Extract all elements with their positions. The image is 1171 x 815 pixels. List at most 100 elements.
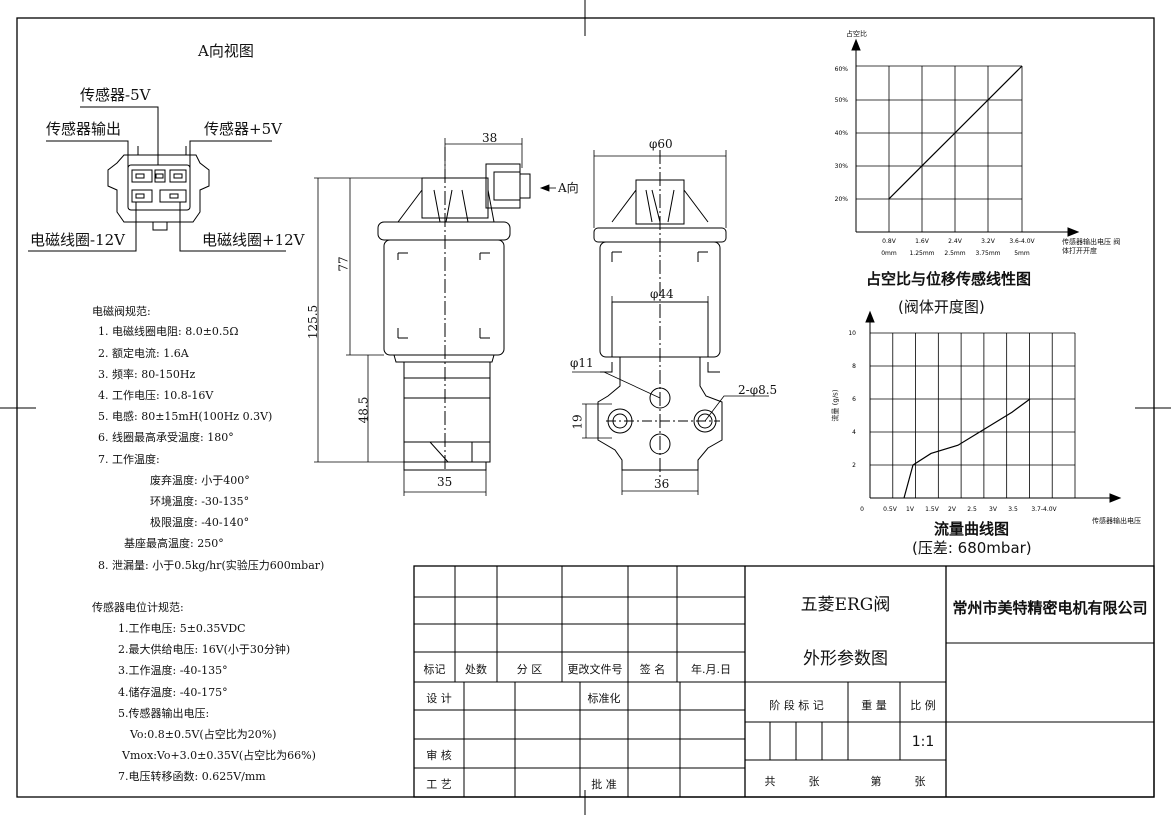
chart1-ytick-2: 40%: [835, 130, 849, 137]
chart2-xtick-8: 3.7-4.0V: [1031, 506, 1057, 513]
tb-count: 处数: [465, 663, 487, 676]
chart1-xtick-3: 3.2V: [981, 238, 996, 245]
chart1-xtick2-0: 0mm: [881, 250, 897, 257]
solenoid-spec-2: 2. 额定电流: 1.6A: [98, 347, 189, 360]
chart2-x-arrow: [1109, 493, 1122, 503]
solenoid-spec-7: 7. 工作温度:: [98, 453, 160, 466]
chart1-xtick2-4: 5mm: [1014, 250, 1030, 257]
tb-change-doc: 更改文件号: [567, 663, 623, 676]
tb-review: 审 核: [426, 749, 452, 762]
chart1-x-arrow: [1067, 227, 1080, 237]
drawing-frame: [16, 17, 1155, 798]
label-coil-plus: 电磁线圈+12V: [202, 231, 305, 249]
chart2-xtick-0: 0: [860, 506, 864, 513]
chart1-subtitle: (阀体开度图): [898, 298, 985, 316]
chart2-ytick-2: 6: [852, 396, 856, 403]
chart2-title: 流量曲线图: [934, 520, 1010, 538]
dim-77: 77: [336, 256, 351, 272]
tb-drawing-name1: 五菱ERG阀: [800, 595, 891, 615]
chart2-y-arrow: [865, 310, 875, 323]
chart2-ytick-1: 4: [852, 429, 856, 436]
dim-35: 35: [437, 475, 453, 489]
label-sensor-plus: 传感器+5V: [204, 120, 282, 138]
solenoid-spec-7d: 基座最高温度: 250°: [124, 537, 224, 550]
tb-sign: 签 名: [639, 663, 666, 676]
solenoid-spec-4: 4. 工作电压: 10.8-16V: [98, 389, 214, 402]
chart1-xtick-0: 0.8V: [882, 238, 897, 245]
label-coil-minus: 电磁线圈-12V: [30, 231, 125, 249]
chart2-ytick-0: 2: [852, 462, 856, 469]
tb-company: 常州市美特精密电机有限公司: [952, 599, 1148, 617]
dim-phi-44: φ44: [650, 287, 674, 301]
chart2-subtitle: (压差: 680mbar): [912, 539, 1032, 557]
sensor-spec-5a: Vo:0.8±0.5V(占空比为20%): [130, 728, 277, 741]
chart2-ylabel: 流量 (g/s): [831, 389, 840, 422]
chart1-ytick-0: 20%: [835, 196, 849, 203]
solenoid-spec-6: 6. 线圈最高承受温度: 180°: [98, 431, 234, 444]
dim-125-5: 125.5: [306, 304, 321, 340]
tb-sheets1: 张: [808, 775, 820, 788]
chart1-xtick2-2: 2.5mm: [944, 250, 965, 257]
chart1-xtick2-3: 3.75mm: [975, 250, 1000, 257]
sensor-spec-7: 7.电压转移函数: 0.625V/mm: [118, 770, 266, 783]
sensor-spec-title: 传感器电位计规范:: [92, 601, 184, 614]
sensor-spec-4: 4.储存温度: -40-175°: [118, 686, 228, 699]
chart1-ytick-3: 50%: [835, 97, 849, 104]
tb-scale: 1:1: [911, 734, 935, 750]
tb-scale-label: 比 例: [910, 699, 936, 712]
tb-stage: 阶 段 标 记: [769, 699, 824, 712]
dim-phi-11: φ11: [570, 356, 594, 370]
chart1-series-line: [888, 65, 1023, 200]
solenoid-spec-7a: 废弃温度: 小于400°: [150, 474, 250, 487]
sensor-spec-3: 3.工作温度: -40-135°: [118, 664, 228, 677]
tb-drawing-name2: 外形参数图: [803, 649, 888, 669]
tb-standard: 标准化: [587, 692, 621, 705]
solenoid-spec-title: 电磁阀规范:: [92, 305, 151, 318]
chart2-xtick-5: 2.5: [967, 506, 977, 513]
chart1-xtick-4: 3.6-4.0V: [1009, 238, 1035, 245]
solenoid-spec-8: 8. 泄漏量: 小于0.5kg/hr(实验压力600mbar): [98, 559, 325, 572]
side-dimensions: [314, 138, 556, 496]
tb-weight: 重 量: [861, 699, 887, 712]
dim-36: 36: [654, 477, 670, 491]
chart2-xtick-6: 3V: [989, 506, 998, 513]
chart2-xtick-3: 1.5V: [925, 506, 940, 513]
label-sensor-out: 传感器输出: [46, 120, 122, 138]
chart1-title: 占空比与位移传感线性图: [866, 270, 1032, 288]
solenoid-spec-7b: 环境温度: -30-135°: [150, 495, 250, 508]
chart2-ytick-4: 10: [848, 330, 856, 337]
tb-page: 第: [870, 775, 882, 788]
chart1-y-arrow: [851, 38, 861, 51]
front-dimensions: [572, 150, 769, 495]
solenoid-spec-7c: 极限温度: -40-140°: [150, 516, 250, 529]
sensor-spec-1: 1.工作电压: 5±0.35VDC: [118, 622, 246, 635]
chart2-xtick-7: 3.5: [1008, 506, 1018, 513]
chart2-xtick-1: 0.5V: [883, 506, 898, 513]
dim-38: 38: [482, 131, 498, 145]
tb-mark: 标记: [423, 663, 446, 676]
label-sensor-minus: 传感器-5V: [80, 86, 151, 104]
chart2-xtick-4: 2V: [948, 506, 957, 513]
dim-phi-60: φ60: [649, 137, 673, 151]
tb-date: 年.月.日: [691, 663, 731, 676]
connector-a-view: [28, 106, 286, 252]
chart1-xtick2-1: 1.25mm: [909, 250, 934, 257]
solenoid-spec-5: 5. 电感: 80±15mH(100Hz 0.3V): [98, 410, 273, 423]
tb-design: 设 计: [426, 692, 452, 705]
tb-approve: 批 准: [591, 778, 617, 791]
flow-chart: 2 4 6 8 10 0 0.5V 1V 1.5V 2V 2.5 3V 3.5 3.7-4.0V: [848, 310, 1122, 513]
a-direction-label: A向: [558, 181, 579, 195]
solenoid-spec-3: 3. 频率: 80-150Hz: [98, 368, 196, 381]
chart1-ylabel: 占空比: [846, 30, 867, 38]
tb-sheets2: 张: [914, 775, 926, 788]
solenoid-spec-1: 1. 电磁线圈电阻: 8.0±0.5Ω: [98, 325, 239, 338]
tb-total: 共: [764, 775, 776, 788]
chart1-xlabel: 传感器输出电压 阀体打开开度: [1062, 238, 1121, 256]
sensor-spec-5b: Vmox:Vo+3.0±0.35V(占空比为66%): [122, 749, 316, 762]
tb-zone: 分 区: [516, 663, 543, 676]
chart2-xtick-2: 1V: [906, 506, 915, 513]
chart2-ytick-3: 8: [852, 363, 856, 370]
dim-48-5: 48.5: [356, 396, 371, 424]
